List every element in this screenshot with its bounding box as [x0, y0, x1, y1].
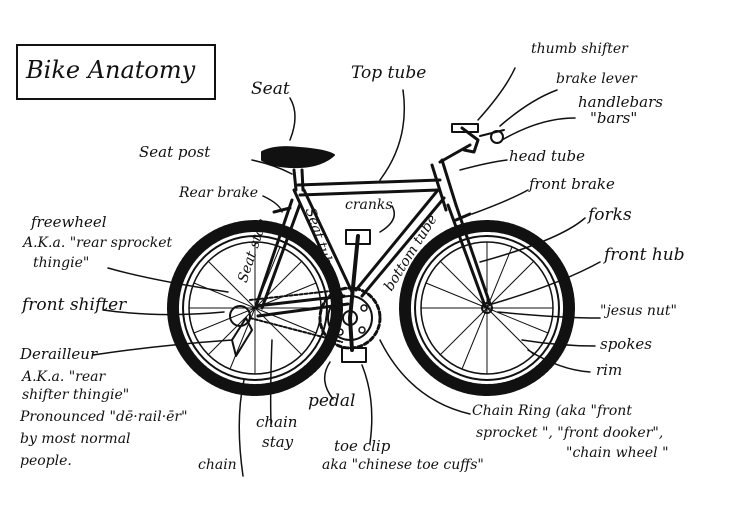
label-jesus-nut: "jesus nut" — [600, 303, 677, 319]
label-front-brake: front brake — [529, 175, 615, 193]
title-box — [16, 44, 216, 100]
label-chain-ring-2: sprocket ", "front dooker", — [476, 425, 664, 441]
label-freewheel-aka-1: A.K.a. "rear sprocket — [23, 235, 173, 251]
label-seat-post: Seat post — [139, 143, 211, 161]
label-rim: rim — [596, 361, 623, 379]
label-derailleur-pron-1: Pronounced "dē·rail·ēr" — [20, 409, 188, 425]
label-head-tube: head tube — [509, 147, 586, 165]
page-title: Bike Anatomy — [26, 56, 196, 84]
label-chain-stay-2: stay — [262, 433, 294, 451]
label-thumb-shifter: thumb shifter — [531, 41, 628, 57]
label-handlebars: handlebars — [578, 93, 663, 111]
label-spokes: spokes — [600, 335, 652, 353]
label-derailleur-aka-2: shifter thingie" — [22, 387, 130, 403]
label-chain: chain — [198, 457, 237, 473]
label-chain-stay-1: chain — [256, 413, 298, 431]
chain-shape — [249, 289, 343, 343]
label-chain-ring-1: Chain Ring (aka "front — [472, 403, 632, 419]
label-derailleur-aka-1: A.K.a. "rear — [22, 369, 106, 385]
front-wheel — [399, 220, 575, 396]
label-front-shifter: front shifter — [22, 295, 127, 315]
label-pedal: pedal — [308, 391, 356, 411]
label-toe-clip-2: aka "chinese toe cuffs" — [322, 457, 484, 473]
label-seat: Seat — [251, 79, 290, 99]
frame — [254, 123, 505, 318]
label-brake-lever: brake lever — [556, 71, 637, 87]
label-derailleur-pron-2: by most normal — [20, 431, 131, 447]
chainring — [318, 229, 382, 363]
label-front-hub: front hub — [604, 245, 685, 265]
label-freewheel: freewheel — [31, 213, 107, 231]
label-cranks: cranks — [345, 197, 393, 213]
label-top-tube: Top tube — [351, 63, 427, 83]
label-derailleur: Derailleur — [20, 345, 98, 363]
label-rear-brake: Rear brake — [179, 185, 259, 201]
label-freewheel-aka-2: thingie" — [33, 255, 90, 271]
label-chain-ring-3: "chain wheel " — [566, 445, 669, 461]
label-derailleur-pron-3: people. — [20, 453, 72, 469]
label-toe-clip-1: toe clip — [334, 437, 391, 455]
seat-shape — [261, 146, 335, 169]
label-forks: forks — [588, 205, 632, 225]
label-handlebars-aka: "bars" — [590, 109, 638, 127]
